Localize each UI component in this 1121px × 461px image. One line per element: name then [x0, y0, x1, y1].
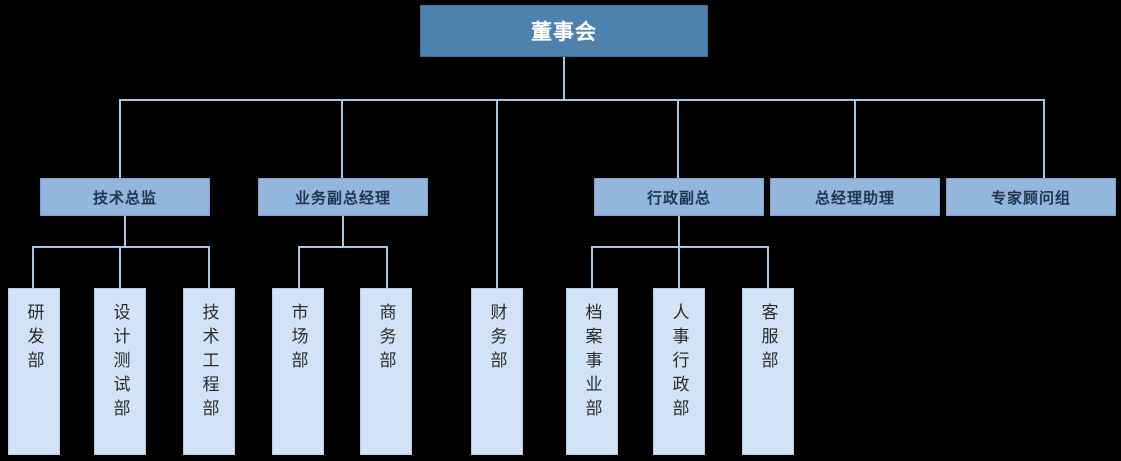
org-node-rnd-dept-label: 研发部 [24, 303, 44, 375]
org-node-tech-director-label: 技术总监 [92, 189, 157, 207]
org-node-marketing-dept-label: 市场部 [288, 303, 308, 375]
connector-drop-expert-group [1043, 99, 1045, 178]
org-node-gm-assistant[interactable]: 总经理助理 [770, 178, 940, 216]
org-node-customer-service-dept-label: 客服部 [758, 303, 778, 375]
connector-drop-admin-vp [677, 99, 679, 178]
connector-drop-hr-admin-dept [678, 246, 680, 288]
connector-drop-marketing-dept [298, 246, 300, 288]
org-node-tech-eng-dept[interactable]: 技术工程部 [183, 288, 235, 455]
org-node-customer-service-dept[interactable]: 客服部 [742, 288, 794, 455]
org-node-finance-dept-label: 财务部 [487, 303, 507, 375]
connector-stem-business-vp [342, 216, 344, 247]
connector-drop-rnd-dept [32, 246, 34, 288]
org-node-design-test-dept-label: 设计测试部 [110, 303, 130, 423]
connector-stem-admin-vp [678, 216, 680, 247]
connector-root-stem [563, 57, 565, 100]
org-node-admin-vp-label: 行政副总 [646, 189, 711, 207]
org-node-design-test-dept[interactable]: 设计测试部 [94, 288, 146, 455]
org-node-admin-vp[interactable]: 行政副总 [594, 178, 764, 216]
org-node-expert-group[interactable]: 专家顾问组 [946, 178, 1116, 216]
connector-bus-admin-vp [591, 246, 769, 248]
org-node-finance-dept[interactable]: 财务部 [471, 288, 523, 455]
org-node-rnd-dept[interactable]: 研发部 [8, 288, 60, 455]
connector-drop-tech-eng-dept [208, 246, 210, 288]
connector-stem-tech-director [124, 216, 126, 247]
org-node-root[interactable]: 董事会 [420, 5, 708, 57]
connector-drop-tech-director [119, 99, 121, 178]
org-node-gm-assistant-label: 总经理助理 [814, 189, 895, 207]
connector-drop-design-test-dept [119, 246, 121, 288]
org-node-tech-eng-dept-label: 技术工程部 [199, 303, 219, 423]
org-node-tech-director[interactable]: 技术总监 [40, 178, 210, 216]
org-node-root-label: 董事会 [531, 21, 597, 44]
connector-bus-tech-director [32, 246, 210, 248]
connector-drop-archive-dept [591, 246, 593, 288]
org-node-commerce-dept-label: 商务部 [376, 303, 396, 375]
org-node-commerce-dept[interactable]: 商务部 [360, 288, 412, 455]
org-node-expert-group-label: 专家顾问组 [990, 189, 1071, 207]
connector-drop-gm-assistant [854, 99, 856, 178]
org-node-hr-admin-dept[interactable]: 人事行政部 [653, 288, 705, 455]
org-node-archive-dept-label: 档案事业部 [582, 303, 602, 423]
org-node-hr-admin-dept-label: 人事行政部 [669, 303, 689, 423]
org-node-marketing-dept[interactable]: 市场部 [272, 288, 324, 455]
org-node-archive-dept[interactable]: 档案事业部 [566, 288, 618, 455]
org-node-business-vp-label: 业务副总经理 [294, 189, 391, 207]
connector-bus-business-vp [298, 246, 388, 248]
connector-drop-customer-service-dept [767, 246, 769, 288]
connector-drop-finance-dept [496, 99, 498, 288]
connector-main-bus [119, 99, 1045, 101]
org-node-business-vp[interactable]: 业务副总经理 [258, 178, 428, 216]
connector-drop-business-vp [341, 99, 343, 178]
connector-drop-commerce-dept [386, 246, 388, 288]
